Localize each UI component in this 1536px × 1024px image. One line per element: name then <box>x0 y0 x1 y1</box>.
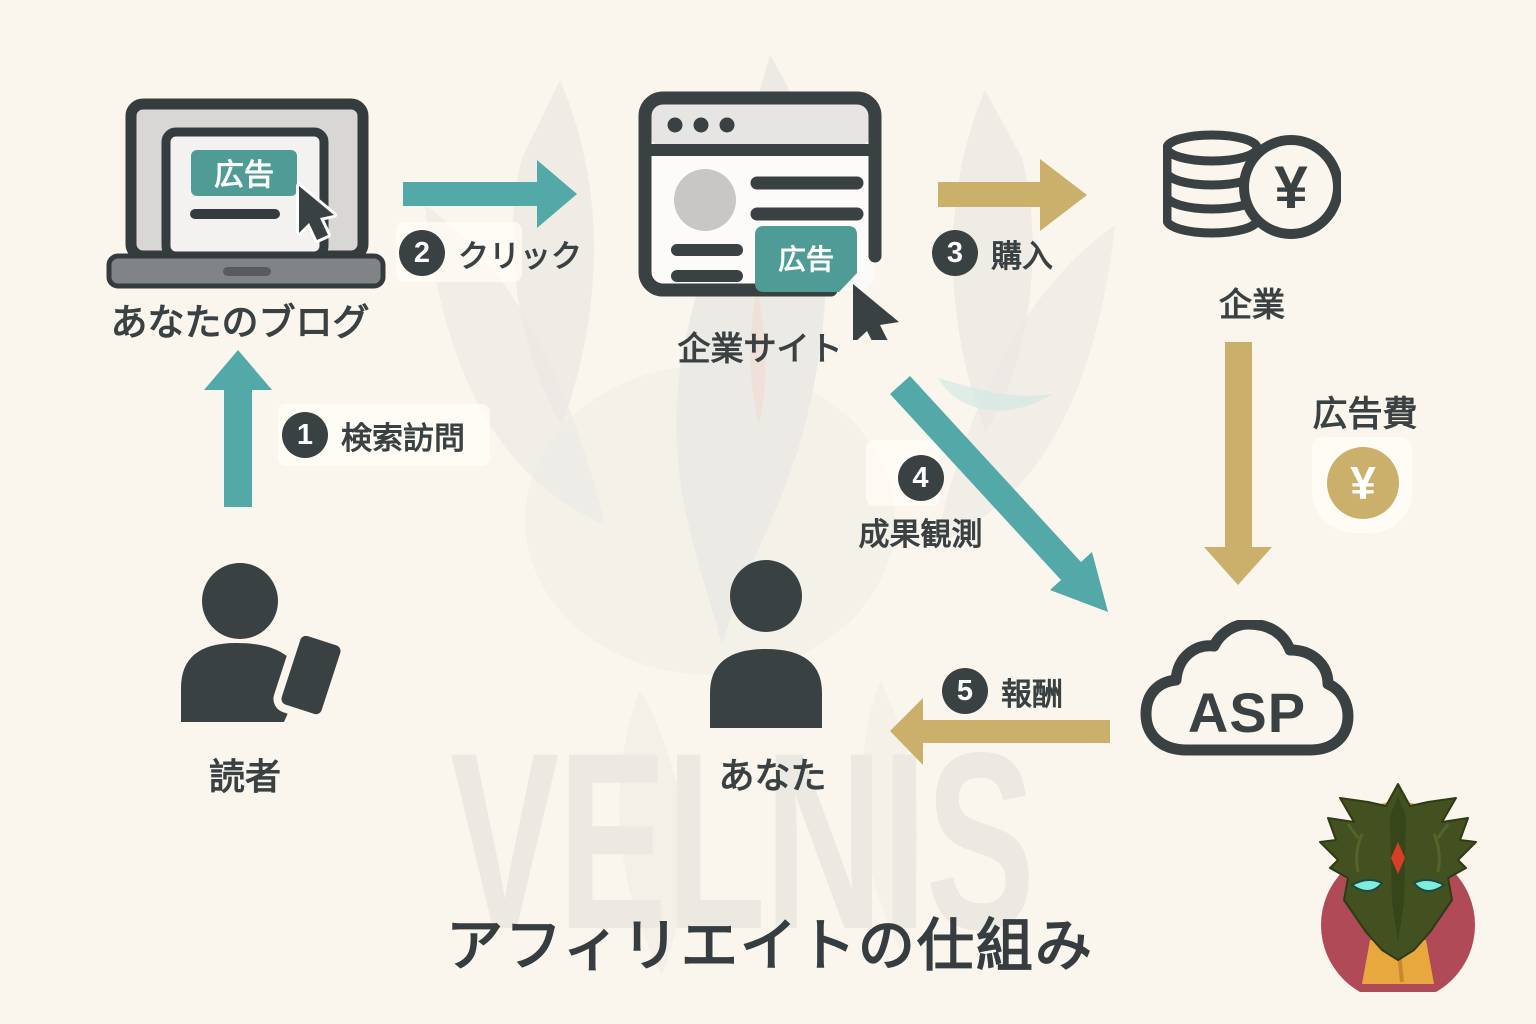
step2-badge: 2 <box>399 230 445 276</box>
step5-badge: 5 <box>942 668 988 714</box>
step3-label: 購入 <box>991 238 1053 274</box>
arrow-step4-diagonal <box>890 376 1108 612</box>
dragon-avatar-logo <box>1319 783 1477 992</box>
company-label: 企業 <box>1219 286 1285 323</box>
step4: 4 成果観測 <box>838 455 1003 554</box>
dragon-eye-left <box>1350 879 1384 892</box>
company-site-browser-icon: 広告 <box>638 91 882 297</box>
reader-person-icon <box>181 563 349 723</box>
step4-badge: 4 <box>897 455 944 501</box>
blog-label: あなたのブログ <box>110 302 370 343</box>
step1: 1 検索訪問 <box>282 412 465 458</box>
adfee-coin-icon: ¥ <box>1327 447 1399 519</box>
site-ad-badge <box>755 226 857 292</box>
reader-label: 読者 <box>208 756 281 797</box>
you-person-icon <box>710 560 822 728</box>
blog-ad-badge <box>191 150 297 196</box>
cursor-icon <box>296 183 337 243</box>
browser-cursor-icon <box>853 284 899 340</box>
adfee-yen-symbol: ¥ <box>1350 457 1376 509</box>
blog-ad-label: 広告 <box>214 159 274 192</box>
site-ad-label: 広告 <box>778 244 834 275</box>
arrow-step2-right <box>403 160 577 228</box>
page-title: アフィリエイトの仕組み <box>446 914 1094 978</box>
arrow-step1-up <box>204 350 272 507</box>
adfee-label: 広告費 <box>1312 395 1418 434</box>
step1-label: 検索訪問 <box>341 420 465 456</box>
arrow-adfee-down <box>1204 342 1272 585</box>
step1-badge: 1 <box>282 412 328 458</box>
site-avatar-placeholder <box>674 169 736 231</box>
step3-badge: 3 <box>932 230 978 276</box>
step5: 5 報酬 <box>942 668 1063 714</box>
asp-label: ASP <box>1188 681 1306 744</box>
step2-label: クリック <box>458 238 582 274</box>
site-label: 企業サイト <box>677 330 843 367</box>
step3: 3 購入 <box>932 230 1053 276</box>
phone-icon <box>273 627 349 723</box>
reader-body <box>181 643 302 722</box>
step5-label: 報酬 <box>1001 676 1063 712</box>
dragon-eye-right <box>1412 879 1446 892</box>
asp-cloud-icon: ASP <box>1140 620 1354 756</box>
brand-watermark: VELNIS <box>450 701 1035 982</box>
you-body <box>710 649 822 728</box>
company-coins-icon: ¥ <box>1163 130 1341 239</box>
arrow-step3-right <box>938 159 1087 231</box>
step2: 2 クリック <box>399 230 582 276</box>
yen-symbol: ¥ <box>1274 154 1308 221</box>
you-head <box>730 560 802 632</box>
arrow-step5-left <box>890 698 1110 765</box>
reader-head <box>202 563 278 639</box>
you-label: あなた <box>718 755 827 796</box>
step4-label: 成果観測 <box>858 517 983 552</box>
blog-laptop-icon: 広告 <box>106 98 386 289</box>
dragon-gem <box>1391 842 1405 874</box>
